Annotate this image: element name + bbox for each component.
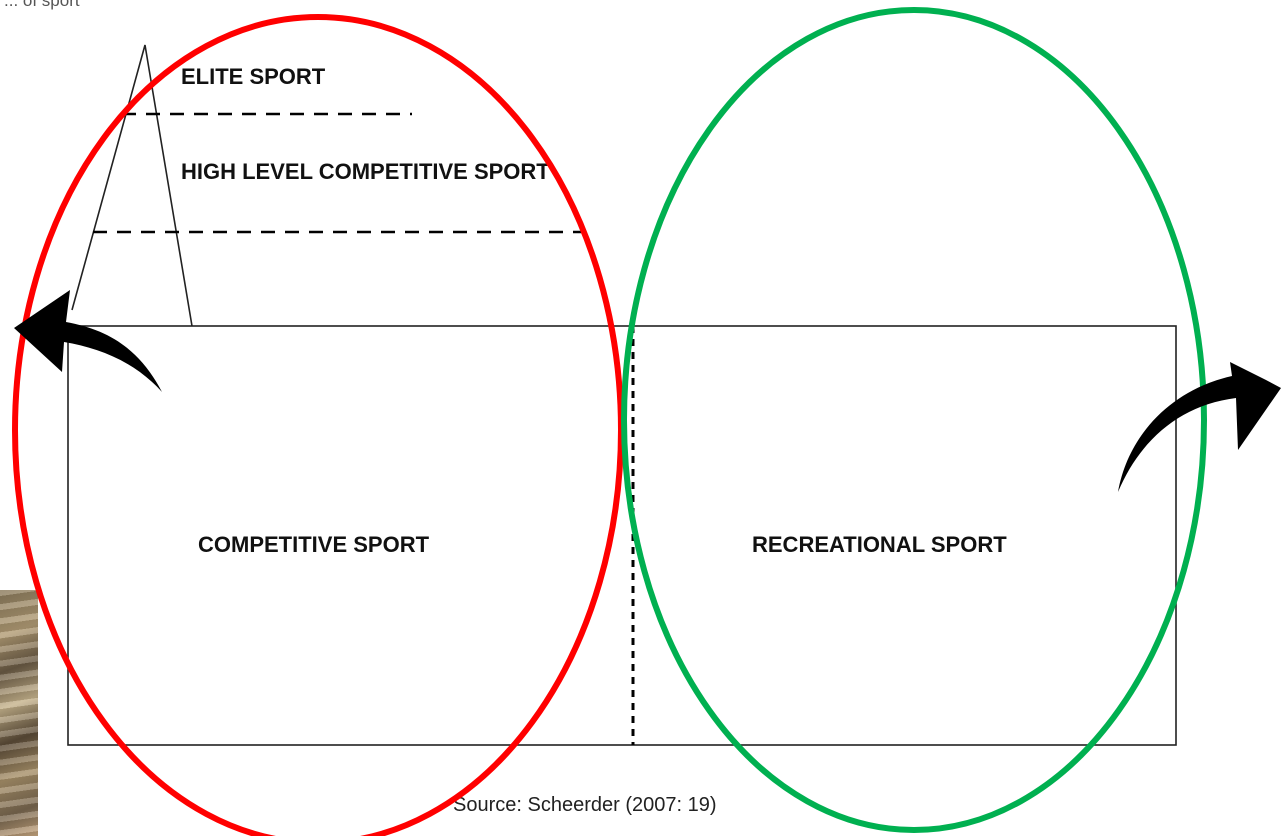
base-rectangle bbox=[67, 325, 1177, 746]
competitive-highlight-ellipse bbox=[12, 14, 624, 836]
curved-arrow-left-icon bbox=[14, 290, 162, 392]
pyramid-peak bbox=[71, 44, 193, 327]
source-citation: Source: Scheerder (2007: 19) bbox=[453, 794, 717, 816]
high-level-competitive-sport-label: HIGH LEVEL COMPETITIVE SPORT bbox=[181, 159, 550, 184]
photo-thumbnail bbox=[0, 590, 38, 836]
cropped-header-text: ... of sport bbox=[4, 0, 80, 10]
recreational-highlight-ellipse bbox=[621, 7, 1207, 833]
curved-arrow-right-icon bbox=[1118, 362, 1281, 492]
elite-sport-label: ELITE SPORT bbox=[181, 64, 326, 89]
recreational-sport-label: RECREATIONAL SPORT bbox=[752, 532, 1007, 557]
competitive-sport-label: COMPETITIVE SPORT bbox=[198, 532, 430, 557]
